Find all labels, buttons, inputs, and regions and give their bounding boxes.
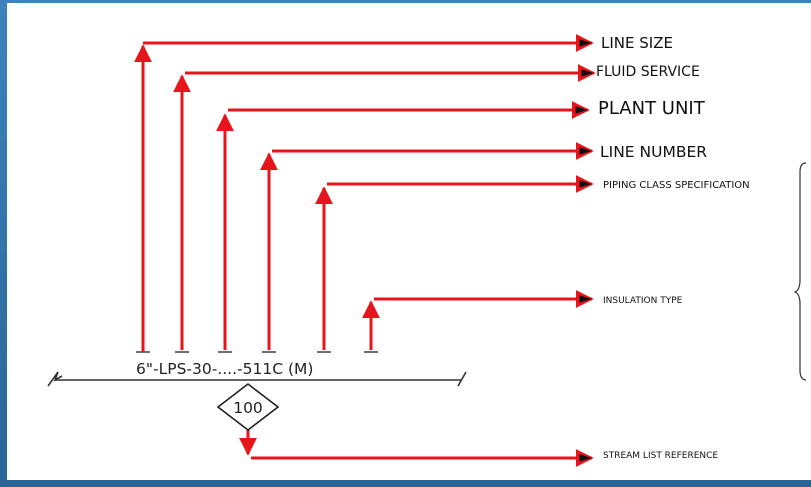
label-piping-class: PIPING CLASS SPECIFICATION xyxy=(603,180,750,191)
label-line-number: LINE NUMBER xyxy=(600,143,707,161)
stream-ref-number: 100 xyxy=(233,399,263,417)
stream-ref-diamond: 100 xyxy=(216,382,280,432)
label-plant-unit: PLANT UNIT xyxy=(598,98,706,119)
group-brace xyxy=(793,162,807,381)
diagram-canvas xyxy=(7,3,811,480)
label-stream-list-reference: STREAM LIST REFERENCE xyxy=(603,451,718,461)
label-insulation-type: INSULATION TYPE xyxy=(603,296,683,306)
label-fluid-service: FLUID SERVICE xyxy=(596,64,700,80)
leader-line-size xyxy=(141,41,590,352)
line-code: 6"-LPS-30-....-511C (M) xyxy=(136,360,313,378)
label-line-size: LINE SIZE xyxy=(601,34,673,52)
process-line xyxy=(47,371,467,387)
